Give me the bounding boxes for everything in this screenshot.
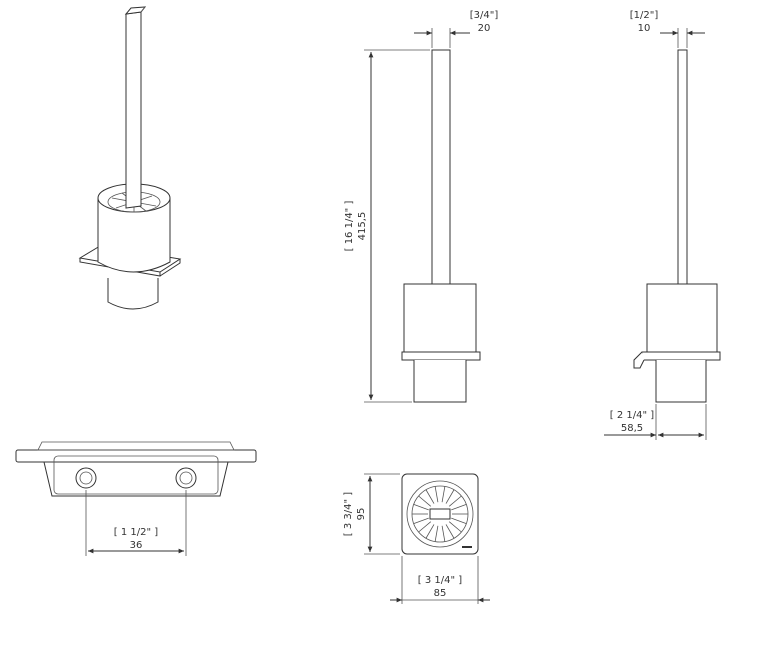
side-handle <box>677 49 688 285</box>
plan-bristle-line <box>413 517 429 524</box>
plan-bristle-line <box>425 524 435 539</box>
offset-in-label: [ 2 1/4" ] <box>610 410 654 421</box>
iso-handle <box>125 11 142 209</box>
plate-height-mm-label: 95 <box>356 508 367 521</box>
front-lower-cup <box>413 360 467 403</box>
plan-bristle-line <box>418 521 432 533</box>
side-cup <box>646 283 718 353</box>
plan-bristle-line <box>441 525 446 542</box>
plan-bristle-line <box>413 504 429 511</box>
depth-mm-label: 10 <box>638 23 651 34</box>
plate-height-in-label: [ 3 3/4" ] <box>343 492 354 536</box>
plan-bristle-line <box>451 517 467 524</box>
top-mount-body <box>43 461 229 497</box>
plan-bristle-line <box>425 489 435 504</box>
mount-hole-right <box>175 467 197 489</box>
plan-bristle-line <box>451 504 467 511</box>
plan-handle-slot <box>429 508 451 520</box>
plate-width-mm-label: 85 <box>434 588 447 599</box>
isometric-view <box>78 6 182 310</box>
side-plate <box>641 351 721 361</box>
iso-upper-cup <box>97 198 171 273</box>
plan-brush-circle <box>406 480 474 548</box>
top-mount-inner <box>53 455 219 495</box>
side-view: [1/2"] 10 [ 2 1/4" ] 58,5 <box>604 10 721 440</box>
plan-bristle-line <box>434 486 439 503</box>
iso-lower-cup <box>107 278 159 310</box>
front-cup <box>403 283 477 353</box>
holes-in-label: [ 1 1/2" ] <box>114 527 158 538</box>
top-rim <box>37 441 235 451</box>
plan-brush-bristles <box>412 486 468 542</box>
plan-bristle-line <box>434 525 439 542</box>
plan-bristle-line <box>448 521 462 533</box>
offset-mm-label: 58,5 <box>621 423 643 434</box>
width-mm-label: 20 <box>478 23 491 34</box>
plan-bristle-line <box>445 524 455 539</box>
height-in-label: [ 16 1/4" ] <box>344 201 355 252</box>
depth-in-label: [1/2"] <box>630 10 659 21</box>
plan-bristle-line <box>445 489 455 504</box>
plan-bristle-line <box>418 495 432 507</box>
width-in-label: [3/4"] <box>470 10 499 21</box>
mount-hole-left <box>75 467 97 489</box>
top-view: [ 1 1/2" ] 36 <box>15 441 257 556</box>
plan-bristle-line <box>441 486 446 503</box>
plan-logo-mark <box>462 546 472 548</box>
front-handle <box>431 49 451 285</box>
front-plate <box>401 351 481 361</box>
holes-mm-label: 36 <box>130 540 143 551</box>
front-view: [3/4"] 20 [ 16 1/4" ] 415,5 <box>344 10 499 403</box>
height-mm-label: 415,5 <box>357 212 368 241</box>
side-lower-cup <box>655 360 707 403</box>
plan-bristle-line <box>448 495 462 507</box>
iso-handle-edge <box>140 6 146 13</box>
plate-width-in-label: [ 3 1/4" ] <box>418 575 462 586</box>
side-bracket <box>633 351 645 369</box>
plan-view: [ 3 3/4" ] 95 [ 3 1/4" ] 85 <box>343 473 490 604</box>
